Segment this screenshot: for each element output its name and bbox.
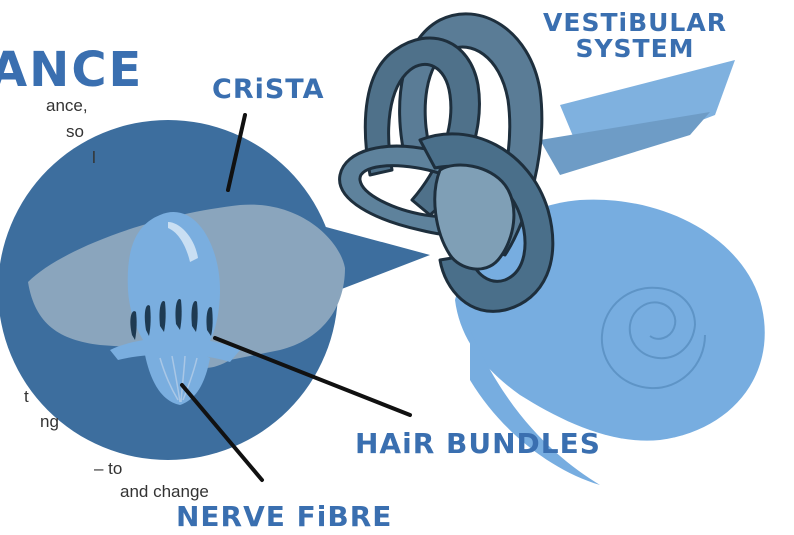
body-text-fragment-5: ng (40, 411, 59, 434)
crista-label: CRiSTA (212, 76, 325, 103)
nerve-fibre-label: NERVE FiBRE (176, 503, 392, 531)
body-text-fragment-3: l (92, 147, 96, 170)
body-text-fragment-1: ance, (46, 95, 88, 118)
vestibular-label-line1: VESTiBULAR (510, 10, 760, 36)
page-title-fragment: ANCE (0, 46, 143, 94)
vestibular-label-line2: SYSTEM (510, 36, 760, 62)
body-text-fragment-4: t (24, 386, 29, 409)
hair-bundles-label: HAiR BUNDLES (355, 430, 601, 458)
vestibular-system-label: VESTiBULAR SYSTEM (510, 10, 760, 63)
body-text-fragment-6: – to (94, 458, 122, 481)
body-text-fragment-2: so (66, 121, 84, 144)
